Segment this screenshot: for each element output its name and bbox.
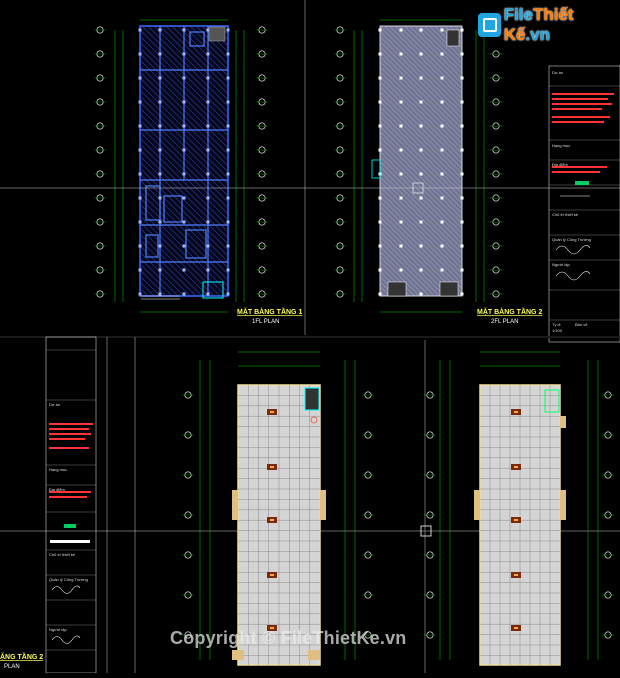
tiled-plan-a: [182, 351, 374, 666]
logo-brand-main: File: [503, 5, 533, 24]
tb2-item-label: Hạng mục: [49, 467, 68, 472]
filethietke-logo: FileThiết Kế.vn: [478, 5, 618, 44]
floor2-subtitle: 2FL PLAN: [491, 319, 518, 325]
title-block-right: [548, 65, 620, 343]
logo-brand-accent: Thiết Kế: [503, 5, 574, 44]
tb2-location-label: Địa điểm: [49, 487, 65, 492]
floor1-subtitle: 1FL PLAN: [252, 319, 279, 325]
tb2-chief-designer-label: Chủ trì thiết kế: [49, 552, 76, 557]
file-thietke-logo-icon: [478, 13, 501, 37]
tb2-site-manager-label: Quản lý Công Trường: [49, 577, 88, 582]
tb-chief-designer-label: Chủ trì thiết kế: [552, 212, 579, 217]
tb2-project-label: Dự án: [49, 402, 61, 407]
tb-drafter-label: Người lập: [552, 262, 570, 267]
floor1-title: MẶT BẰNG TẦNG 1: [237, 306, 302, 316]
logo-brand-suffix: .vn: [525, 25, 550, 44]
floor1-plan: MẶT BẰNG TẦNG 1 1FL PLAN: [94, 19, 302, 325]
tb-scale-label: Tỷ lệ: [552, 322, 561, 327]
floor2-cut-title: ẶNG TẦNG 2: [0, 651, 43, 661]
tb-site-manager-label: Quản lý Công Trường: [552, 237, 591, 242]
tb-project-label: Dự án: [552, 70, 564, 75]
floor2-title: MẶT BẰNG TẦNG 2: [477, 306, 542, 316]
title-block-left: ẶNG TẦNG 2 PLAN: [0, 336, 136, 674]
tb2-drafter-label: Người lập: [49, 627, 67, 632]
tiled-plan-b: [424, 351, 614, 666]
tb-location-label: Địa điểm: [552, 162, 568, 167]
floor2-cut-subtitle: PLAN: [4, 664, 20, 670]
floor2-plan: MẶT BẰNG TẦNG 2 2FL PLAN: [334, 19, 542, 325]
tb-scale-value: 1/100: [552, 328, 563, 333]
copyright-watermark: Copyright © FileThietKe.vn: [170, 628, 407, 648]
tb-item-label: Hạng mục: [552, 143, 571, 148]
tb-drawing-label: Bản vẽ: [575, 322, 588, 327]
